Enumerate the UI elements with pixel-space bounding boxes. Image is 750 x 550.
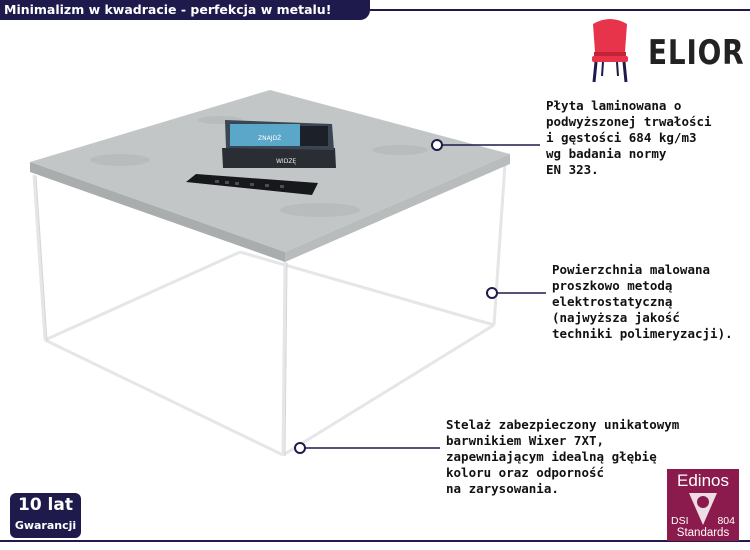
book-label-1: ZNAJDŹ bbox=[258, 134, 281, 142]
brand-name: ELIOR bbox=[648, 33, 745, 73]
remote-control bbox=[186, 174, 318, 195]
tabletop-texture bbox=[90, 116, 428, 217]
callout-tabletop: Płyta laminowana o podwyższonej trwałośc… bbox=[546, 98, 712, 177]
tabletop-edge-left bbox=[30, 162, 285, 262]
top-rule bbox=[370, 9, 750, 11]
book-label-2: WIDZĘ bbox=[276, 158, 296, 165]
book-stack: ZNAJDŹ WIDZĘ bbox=[222, 120, 336, 168]
callout-dots bbox=[294, 139, 498, 454]
warranty-label: Gwarancji bbox=[14, 519, 77, 532]
table-frame bbox=[32, 163, 507, 457]
tabletop-surface bbox=[30, 90, 510, 252]
edinos-standards: Standards bbox=[676, 527, 730, 539]
edinos-number: 804 bbox=[717, 515, 735, 527]
headline-text: Minimalizm w kwadracie - perfekcja w met… bbox=[4, 2, 332, 17]
table-frame-shadow bbox=[35, 175, 288, 457]
bottom-rule bbox=[0, 540, 750, 542]
tabletop-edge-right bbox=[285, 154, 510, 262]
edinos-badge: Edinos DSI 804 Standards bbox=[667, 469, 739, 541]
warranty-badge: 10 lat Gwarancji bbox=[10, 493, 81, 538]
callout-leaders bbox=[300, 144, 546, 449]
callout-powder-coating: Powierzchnia malowana proszkowo metodą e… bbox=[552, 262, 733, 341]
chair-icon bbox=[592, 19, 628, 83]
brand-logo bbox=[592, 19, 628, 83]
edinos-dsi: DSI bbox=[671, 515, 689, 527]
callout-frame: Stelaż zabezpieczony unikatowym barwniki… bbox=[446, 417, 680, 496]
shield-icon bbox=[689, 493, 717, 525]
edinos-title: Edinos bbox=[677, 471, 729, 490]
warranty-years: 10 lat bbox=[17, 495, 73, 515]
headline-banner: Minimalizm w kwadracie - perfekcja w met… bbox=[0, 0, 370, 20]
